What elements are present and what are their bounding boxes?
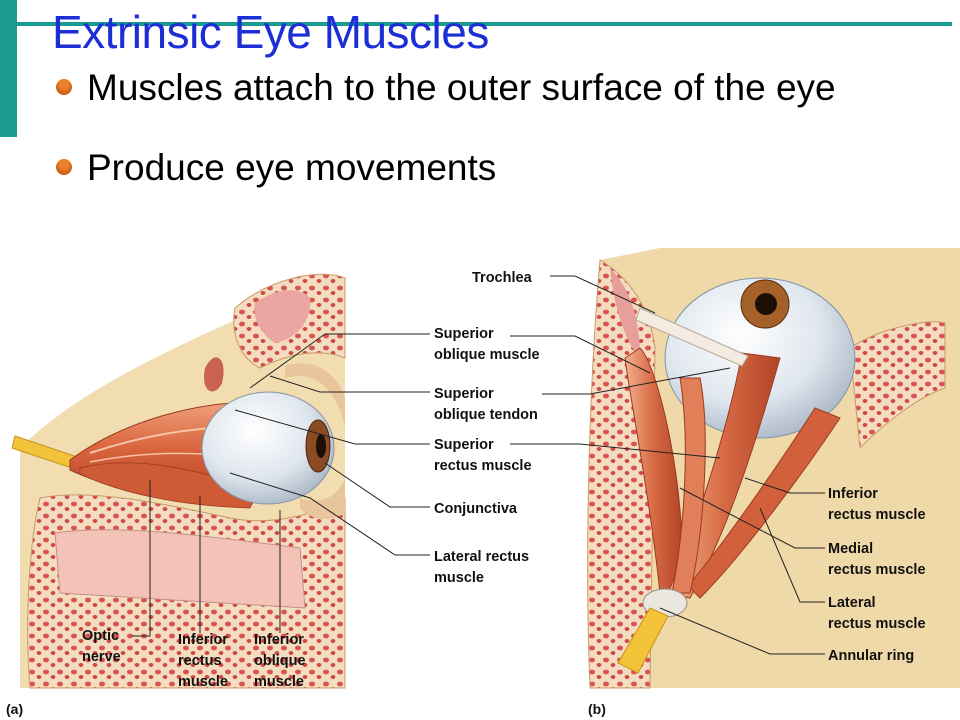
label-lateral-rectus-muscle-b: Lateral rectus muscle: [828, 595, 926, 632]
label-superior-oblique-muscle: Superior oblique muscle: [434, 326, 540, 363]
bullet-dot-icon: [56, 79, 72, 95]
bullet-text: Muscles attach to the outer surface of t…: [87, 67, 836, 108]
panel-b-label: (b): [588, 701, 606, 717]
bullet-item: Produce eye movements: [55, 144, 885, 191]
panel-b-illustration: [510, 248, 960, 689]
eye-muscles-figure: Superior oblique muscle Superior oblique…: [0, 248, 960, 720]
eye-muscles-illustration: Superior oblique muscle Superior oblique…: [6, 248, 960, 717]
label-optic-nerve: Optic nerve: [82, 628, 123, 665]
panel-a-illustration: [11, 273, 430, 689]
label-inferior-rectus-muscle-a: Inferior rectus muscle: [178, 632, 232, 690]
label-inferior-rectus-muscle-b: Inferior rectus muscle: [828, 486, 926, 523]
label-superior-oblique-tendon: Superior oblique tendon: [434, 386, 538, 423]
label-superior-rectus-muscle: Superior rectus muscle: [434, 437, 532, 474]
bullet-list: Muscles attach to the outer surface of t…: [55, 64, 885, 191]
label-medial-rectus-muscle: Medial rectus muscle: [828, 541, 926, 578]
label-conjunctiva: Conjunctiva: [434, 501, 518, 517]
label-trochlea: Trochlea: [472, 270, 533, 286]
label-inferior-oblique-muscle: Inferior oblique muscle: [254, 632, 310, 690]
bullet-item: Muscles attach to the outer surface of t…: [55, 64, 885, 111]
accent-bar: [0, 0, 17, 137]
label-lateral-rectus-muscle-a: Lateral rectus muscle: [434, 549, 533, 586]
slide-title: Extrinsic Eye Muscles: [52, 6, 489, 58]
bullet-text: Produce eye movements: [87, 147, 497, 188]
label-annular-ring: Annular ring: [828, 648, 914, 664]
title-rule: [17, 22, 952, 26]
panel-a-label: (a): [6, 701, 23, 717]
bullet-dot-icon: [56, 159, 72, 175]
